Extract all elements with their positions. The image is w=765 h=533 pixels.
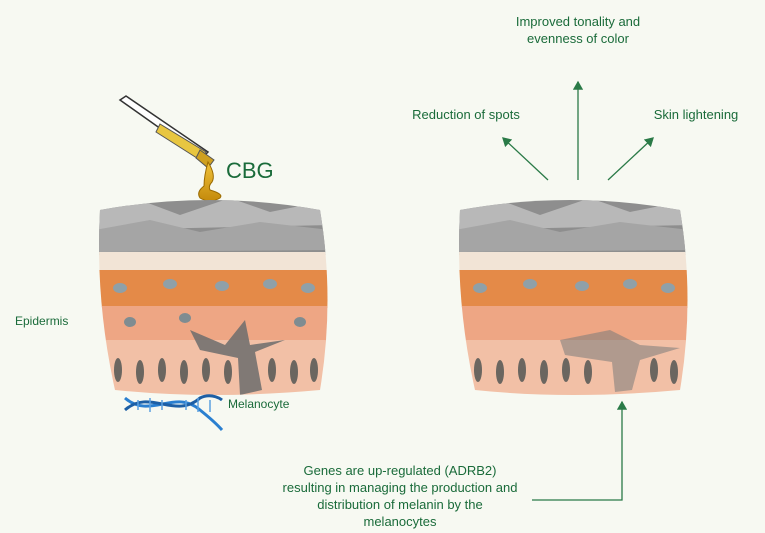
arrow-genes xyxy=(532,402,622,500)
dna-helix-icon xyxy=(125,396,222,430)
cbg-label: CBG xyxy=(226,158,274,184)
skin-lightening-label: Skin lightening xyxy=(638,106,754,123)
melanocyte-label: Melanocyte xyxy=(228,396,289,413)
skin-illustration-left xyxy=(90,195,330,395)
oil-drop-icon xyxy=(199,162,221,201)
improved-tonality-label: Improved tonality and evenness of color xyxy=(508,13,648,47)
genes-upregulated-label: Genes are up-regulated (ADRB2) resulting… xyxy=(282,462,518,530)
epidermis-label: Epidermis xyxy=(15,313,68,330)
arrow-lightening xyxy=(608,138,653,180)
reduction-of-spots-label: Reduction of spots xyxy=(412,106,520,123)
arrow-reduction xyxy=(503,138,548,180)
dropper-icon xyxy=(120,96,214,168)
skin-illustration-right xyxy=(450,195,690,395)
